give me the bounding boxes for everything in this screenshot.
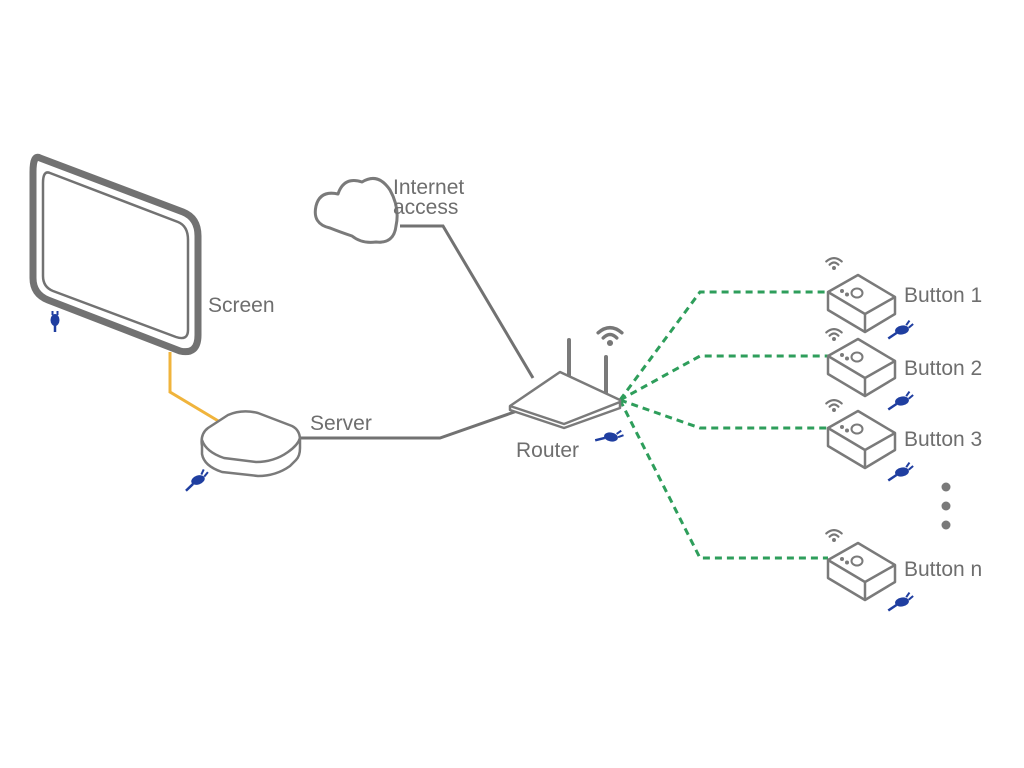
button-label-2: Button 2 [904, 357, 982, 380]
server-power-plug-icon [179, 467, 213, 493]
button-device-1 [825, 257, 917, 340]
button-device-n [825, 528, 917, 612]
screen-device [29, 153, 202, 356]
button-label-3: Button 3 [904, 428, 982, 451]
wifi-icon [825, 328, 843, 343]
server-label: Server [310, 412, 372, 435]
button-label-n: Button n [904, 558, 982, 581]
ellipsis-dots [941, 482, 951, 530]
server-router-link [298, 408, 521, 440]
server-device [179, 410, 302, 493]
wifi-link-button-2 [619, 354, 828, 402]
power-plug-icon [884, 389, 917, 411]
router-device [508, 326, 626, 447]
button-device-3 [825, 399, 917, 482]
router-wifi-icon [596, 326, 624, 348]
cloud-icon [313, 176, 399, 244]
screen-power-plug-icon [50, 311, 60, 332]
links-layer [168, 224, 828, 560]
router-label: Router [516, 439, 579, 462]
internet-label-line2: access [393, 196, 458, 219]
internet-label-line1: Internet [393, 176, 464, 199]
wifi-link-button-3 [619, 398, 828, 430]
internet-router-link [400, 224, 535, 379]
power-plug-icon [884, 318, 917, 340]
wifi-icon [825, 528, 843, 544]
power-plug-icon [884, 590, 917, 612]
wifi-icon [825, 399, 843, 414]
button-label-1: Button 1 [904, 284, 982, 307]
power-plug-icon [884, 460, 917, 482]
wifi-icon [825, 257, 843, 272]
screen-label: Screen [208, 294, 275, 317]
wifi-link-button-1 [618, 290, 828, 401]
wifi-link-button-n [618, 399, 828, 560]
button-device-2 [825, 328, 917, 411]
screen-server-cable [168, 352, 226, 427]
router-power-plug-icon [593, 425, 626, 447]
